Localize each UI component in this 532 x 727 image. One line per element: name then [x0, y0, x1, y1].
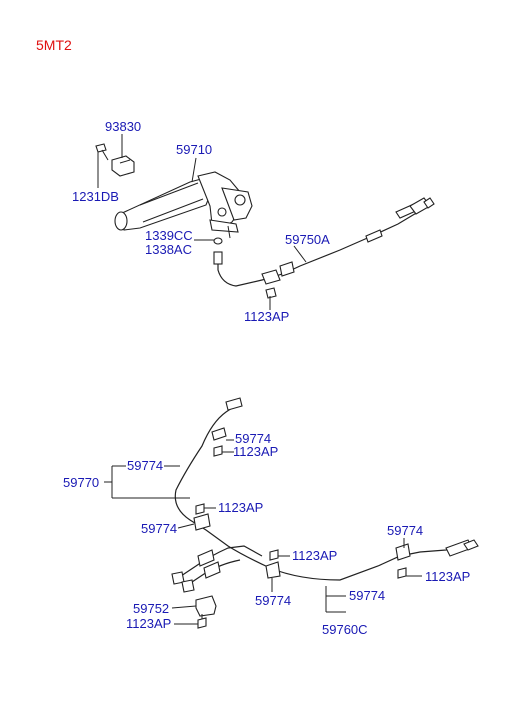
bolt-1231db [95, 143, 109, 161]
label-59710: 59710 [176, 142, 212, 157]
label-59760c: 59760C [322, 622, 368, 637]
nut-1339cc [213, 237, 223, 245]
model-code: 5MT2 [36, 37, 72, 53]
label-59770: 59770 [63, 475, 99, 490]
label-59774-b: 59774 [127, 458, 163, 473]
label-59774-a: 59774 [235, 431, 271, 446]
label-59774-c: 59774 [141, 521, 177, 536]
upper-leader-lines [97, 134, 307, 310]
rear-cable-left-59770 [174, 397, 479, 581]
label-1338ac: 1338AC [145, 242, 192, 257]
front-cable-59750a [213, 197, 435, 287]
parking-brake-lever [114, 171, 253, 239]
label-59774-f: 59774 [349, 588, 385, 603]
label-1231db: 1231DB [72, 189, 119, 204]
clip-bolt-upper [265, 287, 277, 302]
label-59750a: 59750A [285, 232, 330, 247]
label-1123ap-d: 1123AP [425, 569, 470, 584]
label-1123ap-b: 1123AP [218, 500, 263, 515]
label-1123ap-upper: 1123AP [244, 309, 289, 324]
label-1123ap-e: 1123AP [126, 616, 171, 631]
label-59752: 59752 [133, 601, 169, 616]
rear-cable-right-59760c [171, 543, 411, 593]
label-93830: 93830 [105, 119, 141, 134]
bracket-93830 [111, 155, 135, 177]
label-1123ap-c: 1123AP [292, 548, 337, 563]
lower-leader-lines [104, 439, 422, 625]
label-59774-d: 59774 [387, 523, 423, 538]
label-59774-e: 59774 [255, 593, 291, 608]
label-1339cc: 1339CC [145, 228, 193, 243]
label-1123ap-a: 1123AP [233, 444, 278, 459]
